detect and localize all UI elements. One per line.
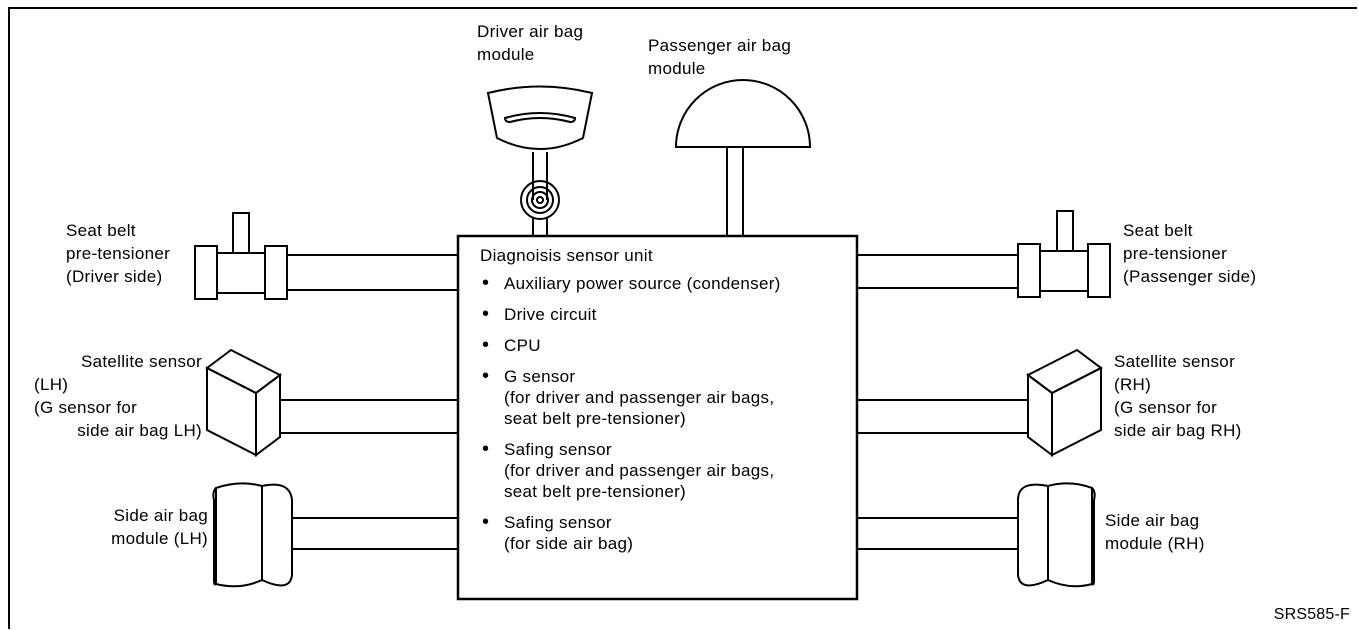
unit-item: Auxiliary power source (condenser): [482, 273, 781, 294]
unit-item: Safing sensor (for side air bag): [482, 512, 781, 554]
pretensioner-driver-icon: [194, 212, 458, 300]
satellite-sensor-rh-icon: [857, 348, 1103, 457]
diagnosis-unit-title: Diagnoisis sensor unit: [480, 246, 653, 265]
pretensioner-driver-label: Seat belt pre-tensioner (Driver side): [66, 221, 171, 286]
unit-item: G sensor (for driver and passenger air b…: [482, 366, 781, 429]
satellite-sensor-lh-label: Satellite sensor (LH) (G sensor for side…: [34, 352, 202, 440]
side-airbag-lh-icon: [212, 482, 458, 588]
side-airbag-rh-icon: [857, 482, 1096, 588]
unit-item: Safing sensor (for driver and passenger …: [482, 439, 781, 502]
pretensioner-passenger-icon: [857, 210, 1111, 298]
side-airbag-lh-label: Side air bag module (LH): [111, 506, 208, 548]
diagram-frame: [8, 7, 1357, 629]
passenger-airbag-label: Passenger air bag module: [648, 36, 792, 78]
unit-item: Drive circuit: [482, 304, 781, 325]
passenger-airbag-module-icon: [674, 79, 812, 236]
satellite-sensor-rh-label: Satellite sensor (RH) (G sensor for side…: [1114, 352, 1242, 440]
satellite-sensor-lh-icon: [205, 348, 458, 457]
side-airbag-rh-label: Side air bag module (RH): [1105, 511, 1205, 553]
figure-code: SRS585-F: [1273, 606, 1350, 623]
pretensioner-passenger-label: Seat belt pre-tensioner (Passenger side): [1123, 221, 1257, 286]
unit-item: CPU: [482, 335, 781, 356]
driver-airbag-label: Driver air bag module: [477, 22, 584, 64]
driver-airbag-module-icon: [486, 85, 594, 236]
diagnosis-unit-items: Auxiliary power source (condenser) Drive…: [482, 273, 781, 564]
